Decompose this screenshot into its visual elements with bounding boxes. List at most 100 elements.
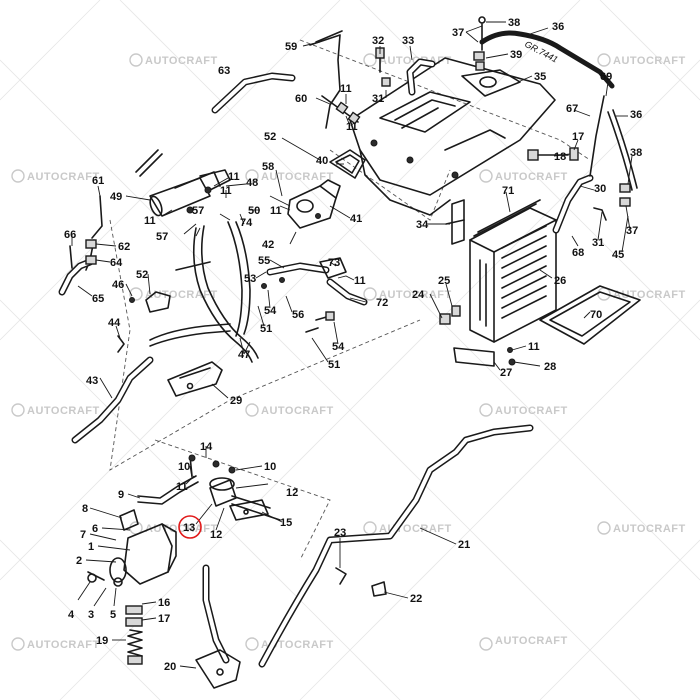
plugs-17-18 [527, 147, 579, 161]
watermark: AUTOCRAFT [245, 637, 334, 651]
callout-label: 61 [92, 175, 104, 187]
callout-label: 60 [295, 93, 307, 105]
callout-label: 18 [554, 151, 566, 163]
svg-text:AUTOCRAFT: AUTOCRAFT [379, 289, 452, 301]
svg-text:AUTOCRAFT: AUTOCRAFT [495, 171, 568, 183]
callout-label: 65 [92, 293, 104, 305]
callout-label: 33 [402, 35, 414, 47]
pipe-21 [258, 424, 534, 668]
callout-label: 24 [412, 289, 425, 301]
clip-44 [117, 335, 125, 353]
fitting-39 [473, 16, 486, 71]
watermark: AUTOCRAFT [597, 53, 686, 67]
callout-label: 11 [220, 185, 232, 197]
watermark: AUTOCRAFT [245, 169, 334, 183]
rod-52 [135, 149, 163, 177]
callout-label: 57 [156, 231, 168, 243]
pipes-9-10 [137, 454, 236, 505]
svg-text:AUTOCRAFT: AUTOCRAFT [145, 55, 218, 67]
callout-label: 37 [626, 225, 638, 237]
bolts-32-31 [375, 47, 391, 87]
svg-text:AUTOCRAFT: AUTOCRAFT [27, 639, 100, 651]
svg-text:AUTOCRAFT: AUTOCRAFT [495, 635, 568, 647]
callout-label: 63 [218, 65, 230, 77]
callout-label: 62 [118, 241, 130, 253]
callout-label: 53 [244, 273, 256, 285]
callout-label: 51 [260, 323, 272, 335]
svg-text:AUTOCRAFT: AUTOCRAFT [261, 639, 334, 651]
fittings-24-25 [439, 305, 461, 325]
callout-labels: 38 36 37 59 32 33 39 35 69 63 31 11 60 6… [64, 17, 642, 673]
callout-label: 11 [144, 215, 156, 227]
spring-18 [125, 605, 143, 665]
watermark: AUTOCRAFT [597, 521, 686, 535]
pipe-59 [309, 30, 343, 129]
pipes-right [552, 95, 638, 234]
svg-text:AUTOCRAFT: AUTOCRAFT [27, 405, 100, 417]
svg-text:AUTOCRAFT: AUTOCRAFT [613, 523, 686, 535]
bolt-60 [321, 95, 361, 125]
callout-label: 32 [372, 35, 384, 47]
watermark: AUTOCRAFT [479, 635, 568, 651]
callout-label: 37 [452, 27, 464, 39]
svg-text:AUTOCRAFT: AUTOCRAFT [27, 171, 100, 183]
callout-label: 17 [572, 131, 584, 143]
callout-label: 54 [264, 305, 277, 317]
callout-label: 10 [178, 461, 190, 473]
watermark: AUTOCRAFT [363, 521, 451, 535]
callout-label: 71 [502, 185, 514, 197]
leader-lines [71, 21, 633, 669]
callout-label: 47 [238, 349, 250, 361]
callout-label: 23 [334, 527, 346, 539]
valve-block-41 [287, 179, 341, 229]
transmission-housing [349, 57, 556, 216]
callout-label: 52 [264, 131, 276, 143]
callout-label: 50 [248, 205, 260, 217]
callout-label: 67 [566, 103, 578, 115]
watermark: AUTOCRAFT [129, 287, 217, 301]
bracket-15 [229, 499, 269, 521]
callout-label: 3 [88, 609, 94, 621]
svg-text:AUTOCRAFT: AUTOCRAFT [261, 405, 334, 417]
callout-label: 11 [228, 171, 240, 183]
watermark: AUTOCRAFT [245, 403, 334, 417]
callout-label: 45 [612, 249, 624, 261]
callout-label: 64 [110, 257, 123, 269]
bracket-52 [129, 291, 171, 313]
svg-text:AUTOCRAFT: AUTOCRAFT [261, 171, 334, 183]
svg-text:AUTOCRAFT: AUTOCRAFT [613, 55, 686, 67]
callout-label: 19 [96, 635, 108, 647]
svg-text:AUTOCRAFT: AUTOCRAFT [613, 289, 686, 301]
callout-label: 26 [554, 275, 566, 287]
callout-label: 21 [458, 539, 470, 551]
callout-label: 11 [176, 481, 188, 493]
callout-label: 74 [240, 217, 253, 229]
callout-label: 59 [285, 41, 297, 53]
pipe-43 [71, 356, 154, 444]
pump-1 [87, 523, 177, 587]
callout-label: 7 [80, 529, 86, 541]
callout-label: 27 [500, 367, 512, 379]
callout-label: 13 [183, 522, 195, 534]
callout-label: 39 [510, 49, 522, 61]
callout-label: 68 [572, 247, 584, 259]
callout-label: 57 [192, 205, 204, 217]
callout-label: 15 [280, 517, 292, 529]
callout-label: 2 [76, 555, 82, 567]
callout-label: 16 [158, 597, 170, 609]
callout-label: 14 [200, 441, 213, 453]
callout-label: 6 [92, 523, 98, 535]
bracket-29 [167, 361, 223, 397]
bracket-27 [453, 347, 516, 367]
callout-label: 73 [328, 257, 340, 269]
callout-label: 11 [354, 275, 366, 287]
callout-label: 12 [286, 487, 298, 499]
callout-label: 31 [372, 93, 384, 105]
highlight-ring [178, 515, 202, 539]
bracket-20 [195, 649, 241, 689]
clip-23 [335, 567, 347, 585]
callout-label: 4 [68, 609, 75, 621]
